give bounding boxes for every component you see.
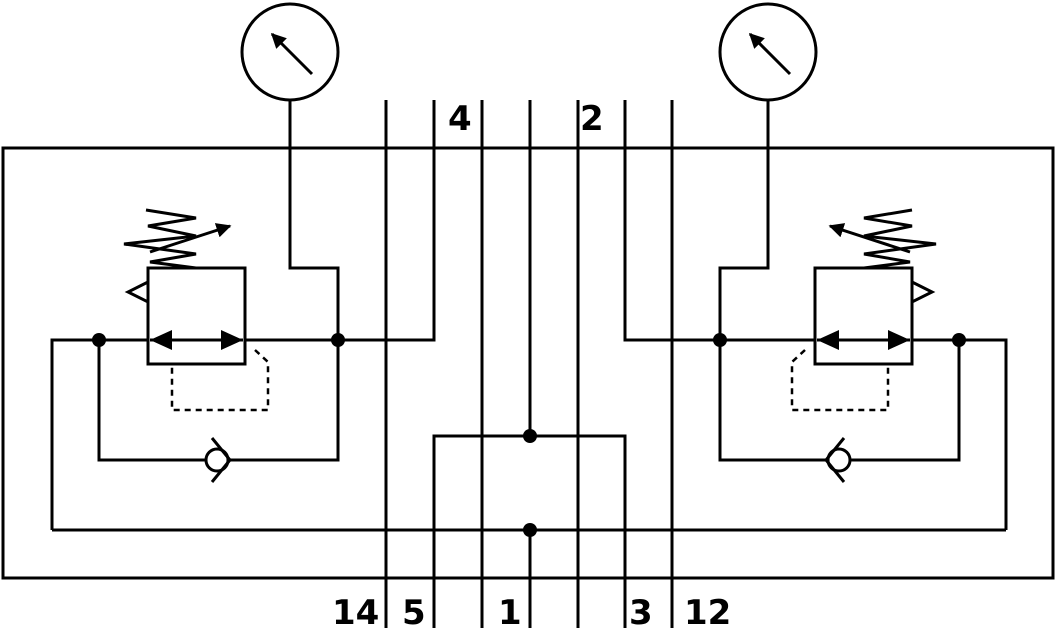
port-label-5: 5 bbox=[402, 593, 426, 633]
port-label-3: 3 bbox=[629, 593, 653, 633]
adjustable-spring-icon bbox=[123, 208, 232, 270]
left-regulator-circuit bbox=[50, 2, 345, 530]
pressure-gauge-icon bbox=[240, 2, 340, 102]
adjustable-spring-icon bbox=[828, 208, 937, 270]
right-regulator-circuit bbox=[713, 2, 1008, 530]
port-label-12: 12 bbox=[684, 593, 731, 633]
housing-outline bbox=[1, 146, 1055, 580]
port-lines bbox=[338, 100, 720, 628]
port-label-2: 2 bbox=[580, 99, 604, 139]
port-label-1: 1 bbox=[498, 593, 522, 633]
port-label-4: 4 bbox=[448, 99, 472, 139]
check-valve-icon bbox=[204, 437, 232, 483]
junction-dot bbox=[523, 429, 537, 443]
pressure-regulator-icon bbox=[124, 266, 270, 412]
pressure-regulator-icon bbox=[790, 266, 936, 412]
port-label-14: 14 bbox=[332, 593, 379, 633]
check-valve-icon bbox=[824, 437, 852, 483]
pressure-gauge-icon bbox=[718, 2, 818, 102]
